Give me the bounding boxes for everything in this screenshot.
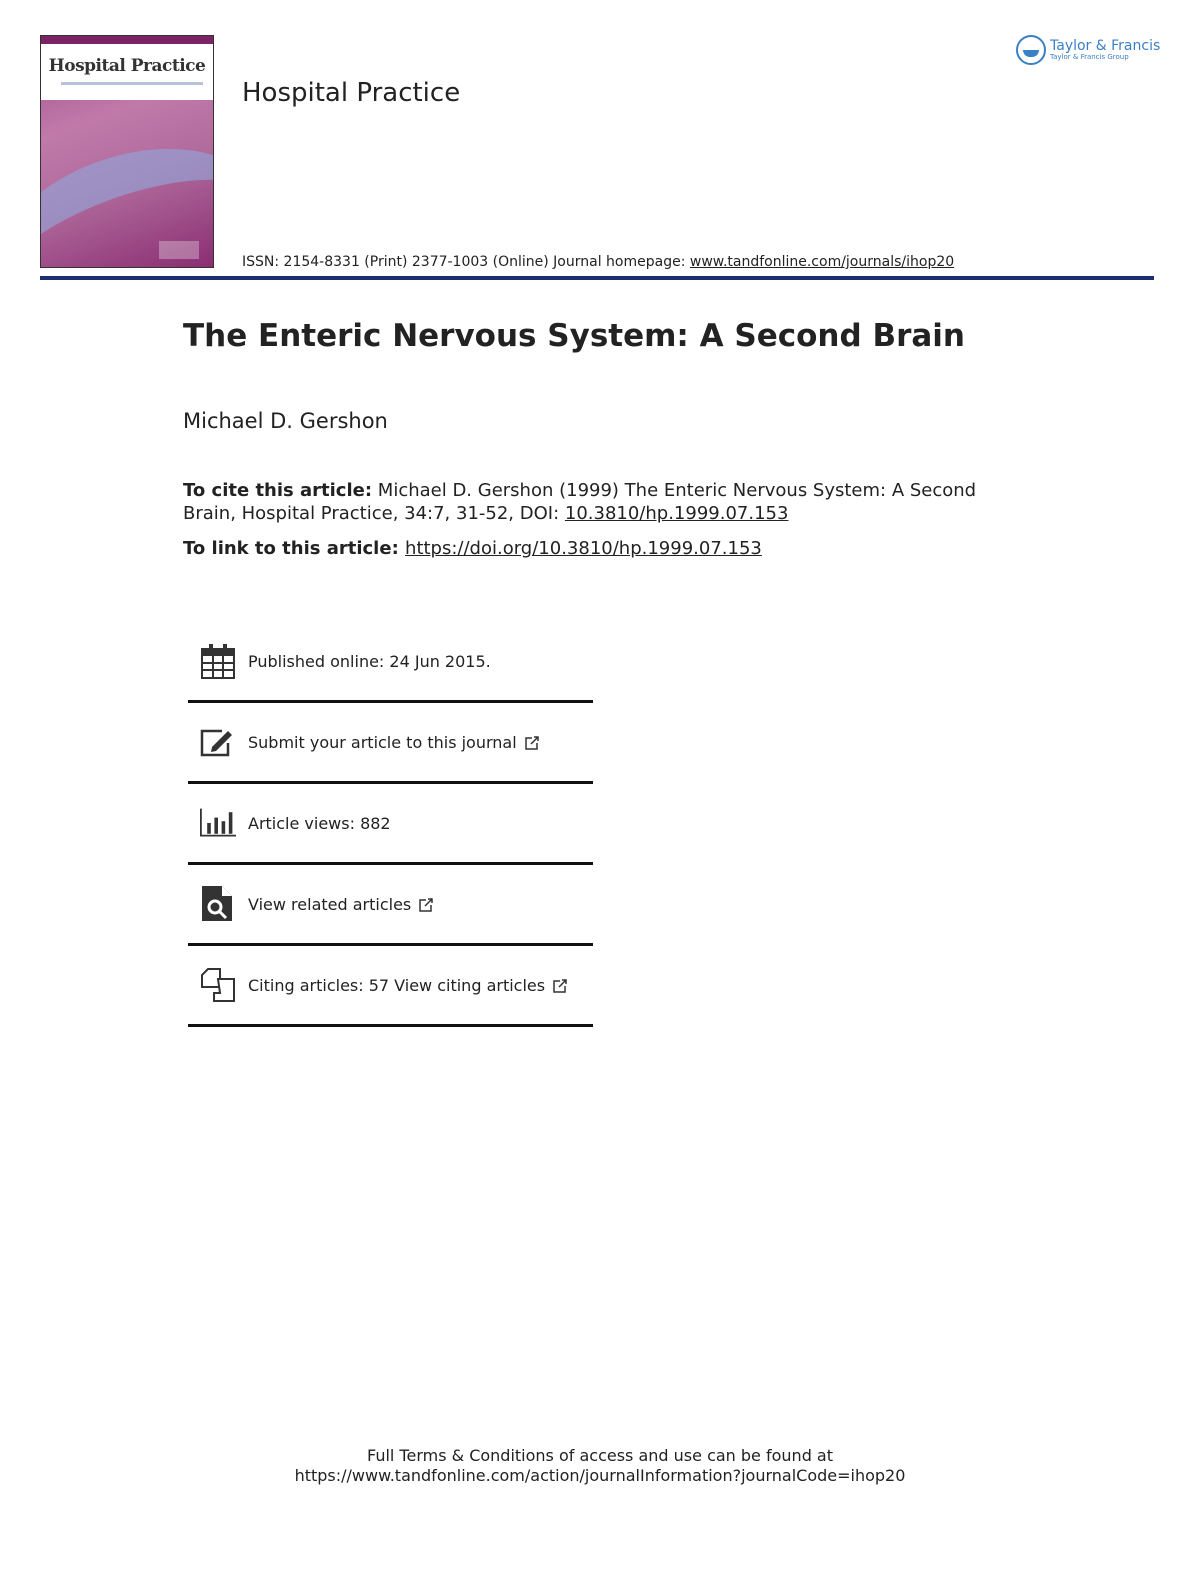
journal-homepage-link[interactable]: www.tandfonline.com/journals/ihop20 xyxy=(689,254,955,270)
bar-chart-icon xyxy=(200,805,236,841)
doi-link[interactable]: 10.3810/hp.1999.07.153 xyxy=(564,503,789,524)
publisher-name: Taylor & Francis xyxy=(1050,37,1161,54)
calendar-icon xyxy=(200,643,236,679)
terms-url[interactable]: https://www.tandfonline.com/action/journ… xyxy=(294,1466,906,1485)
cover-badge xyxy=(159,241,199,259)
issn-line: ISSN: 2154-8331 (Print) 2377-1003 (Onlin… xyxy=(242,254,954,270)
published-text: Published online: 24 Jun 2015. xyxy=(248,651,491,671)
cover-subtitle xyxy=(61,82,203,85)
submit-row[interactable]: Submit your article to this journal xyxy=(188,703,593,784)
link-label: To link to this article: xyxy=(183,538,406,559)
submit-label: Submit your article to this journal xyxy=(248,732,517,752)
cover-title: Hospital Practice xyxy=(48,56,206,76)
article-info-list: Published online: 24 Jun 2015. Submit yo… xyxy=(188,622,593,1027)
journal-cover-image: Hospital Practice xyxy=(40,35,214,268)
related-row[interactable]: View related articles xyxy=(188,865,593,946)
cover-top-band xyxy=(41,36,213,44)
external-link-icon xyxy=(419,898,434,912)
cite-label: To cite this article: xyxy=(183,480,373,501)
journal-name: Hospital Practice xyxy=(242,78,461,108)
citing-row[interactable]: Citing articles: 57 View citing articles xyxy=(188,946,593,1027)
cite-text: Michael D. Gershon (1999) The Enteric Ne… xyxy=(183,480,977,524)
terms-footer: Full Terms & Conditions of access and us… xyxy=(0,1446,1200,1486)
cover-title-band xyxy=(41,44,213,100)
submit-link[interactable]: Submit your article to this journal xyxy=(248,733,539,752)
article-author: Michael D. Gershon xyxy=(183,409,388,433)
publisher-tagline: Taylor & Francis Group xyxy=(1050,52,1129,61)
citing-label: Citing articles: 57 View citing articles xyxy=(248,975,546,995)
publisher-logo: Taylor & Francis Taylor & Francis Group xyxy=(1016,35,1160,65)
related-label: View related articles xyxy=(248,894,412,914)
views-row: Article views: 882 xyxy=(188,784,593,865)
views-text: Article views: 882 xyxy=(248,813,391,833)
related-link[interactable]: View related articles xyxy=(248,894,434,914)
article-link-line: To link to this article: https://doi.org… xyxy=(183,538,762,559)
tf-lamp-icon xyxy=(1016,35,1046,65)
terms-line: Full Terms & Conditions of access and us… xyxy=(366,1446,834,1465)
issn-text: ISSN: 2154-8331 (Print) 2377-1003 (Onlin… xyxy=(242,254,690,270)
published-row: Published online: 24 Jun 2015. xyxy=(188,622,593,703)
edit-icon xyxy=(200,724,236,760)
copy-documents-icon xyxy=(200,967,236,1003)
citing-link[interactable]: Citing articles: 57 View citing articles xyxy=(248,976,567,995)
external-link-icon xyxy=(553,979,567,993)
article-title: The Enteric Nervous System: A Second Bra… xyxy=(183,318,965,354)
document-search-icon xyxy=(200,886,236,922)
article-url-link[interactable]: https://doi.org/10.3810/hp.1999.07.153 xyxy=(405,538,762,559)
citation: To cite this article: Michael D. Gershon… xyxy=(183,479,1003,525)
header-rule xyxy=(40,276,1154,280)
external-link-icon xyxy=(524,736,539,750)
